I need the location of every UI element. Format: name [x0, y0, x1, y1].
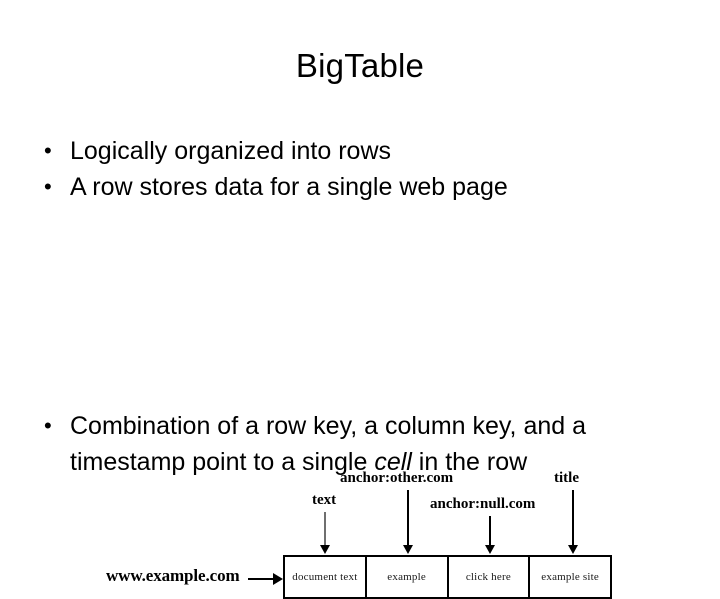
bullet-list-top: Logically organized into rows A row stor… — [36, 133, 696, 205]
bullet-text-line2-pre: timestamp point to a single — [70, 448, 375, 476]
table-cell-example-site: example site — [541, 571, 599, 583]
bigtable-row-diagram: www.example.com text anchor:other.com an… — [0, 232, 720, 599]
bullet-text-line2-post: in the row — [411, 448, 528, 476]
bullet-list-bottom: Combination of a row key, a column key, … — [36, 408, 696, 480]
bullet-text-line1: Combination of a row key, a column key, … — [70, 412, 587, 440]
slide: BigTable Logically organized into rows A… — [0, 0, 720, 540]
page-title: BigTable — [295, 47, 425, 84]
table-cell-click-here: click here — [449, 557, 531, 597]
row-key-label: www.example.com — [106, 566, 240, 585]
table-cell-example: example — [367, 557, 449, 597]
table-row: document text example click here example… — [283, 555, 612, 599]
list-item: Logically organized into rows — [36, 133, 696, 169]
column-label-anchor-null: anchor:null.com — [430, 496, 536, 512]
list-item: Combination of a row key, a column key, … — [36, 408, 696, 480]
bullet-text-emphasis: cell — [374, 448, 412, 476]
list-item: A row stores data for a single web page — [36, 169, 696, 205]
column-label-text: text — [312, 492, 337, 508]
table-cell-document-text: document text — [285, 557, 367, 597]
